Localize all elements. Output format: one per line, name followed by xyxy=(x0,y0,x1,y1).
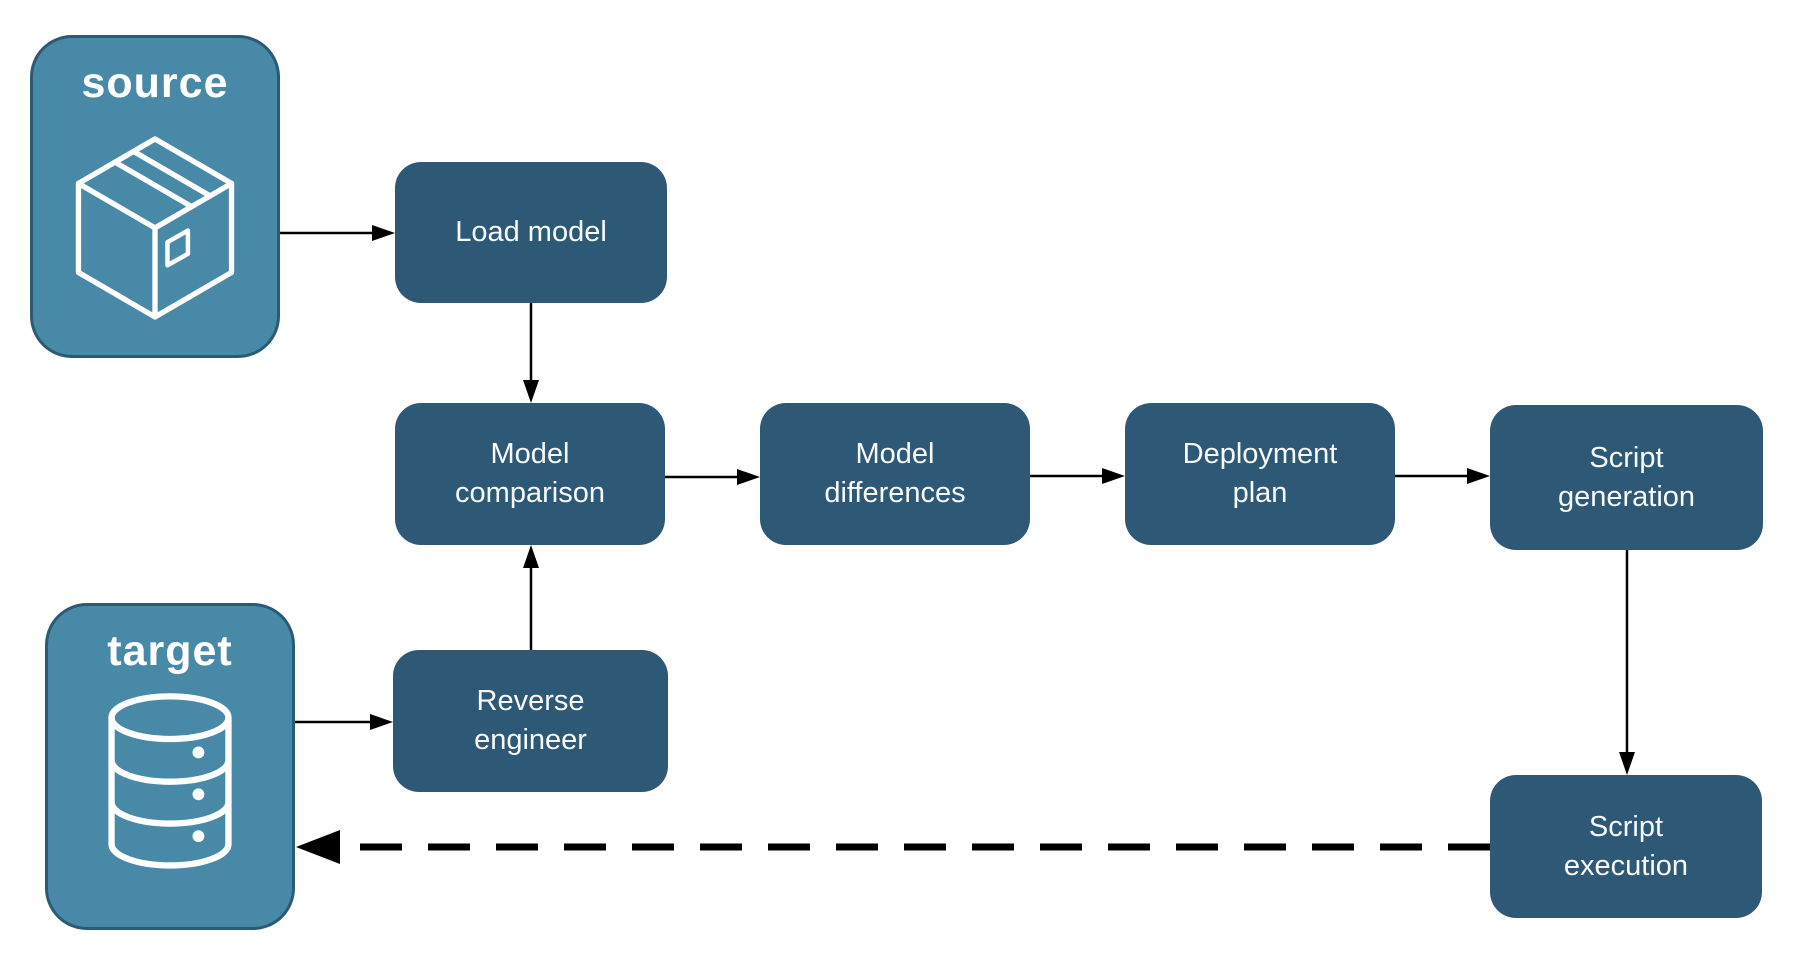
node-script-execution-label: Script execution xyxy=(1563,810,1689,882)
source-label: source xyxy=(81,59,229,107)
node-reverse-engineer: Reverse engineer xyxy=(393,650,668,792)
arrow-script-execution-to-target-dashed xyxy=(296,830,1490,864)
arrow-deployment-plan-to-script-generation xyxy=(1395,468,1490,484)
node-deployment-plan: Deployment plan xyxy=(1125,403,1395,545)
database-icon xyxy=(108,693,232,869)
arrow-model-differences-to-deployment-plan xyxy=(1030,468,1125,484)
node-model-differences-label: Model differences xyxy=(824,438,966,509)
source-entity: source xyxy=(30,35,280,358)
arrow-source-to-load-model xyxy=(280,225,395,241)
node-script-execution: Script execution xyxy=(1490,775,1762,918)
arrow-script-generation-to-script-execution xyxy=(1619,550,1635,775)
arrow-model-comparison-to-model-differences xyxy=(665,469,760,485)
arrow-reverse-engineer-to-model-comparison xyxy=(523,545,539,650)
package-icon xyxy=(75,136,235,320)
node-load-model-label: Load model xyxy=(455,216,607,248)
node-load-model: Load model xyxy=(395,162,667,303)
node-script-generation-label: Script generation xyxy=(1557,441,1696,513)
node-model-comparison: Model comparison xyxy=(395,403,665,545)
node-reverse-engineer-label: Reverse engineer xyxy=(474,685,587,756)
target-label: target xyxy=(107,627,233,675)
arrow-load-model-to-model-comparison xyxy=(523,303,539,403)
node-model-comparison-label: Model comparison xyxy=(455,438,605,509)
arrow-target-to-reverse-engineer xyxy=(295,714,393,730)
node-script-generation: Script generation xyxy=(1490,405,1763,550)
node-deployment-plan-label: Deployment plan xyxy=(1182,438,1338,509)
target-entity: target xyxy=(45,603,295,930)
node-model-differences: Model differences xyxy=(760,403,1030,545)
